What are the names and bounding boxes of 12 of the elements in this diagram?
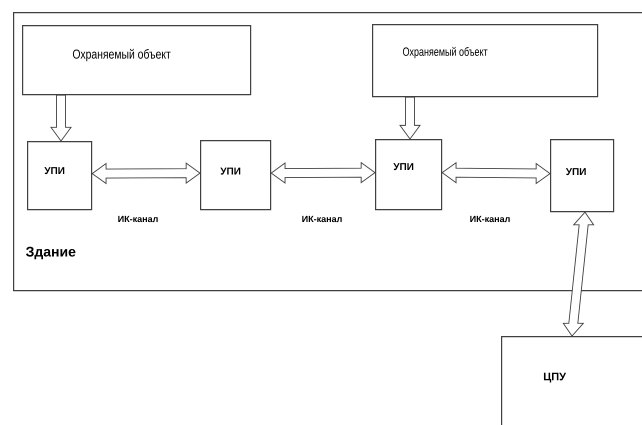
control-unit-box: ЦПУ — [501, 336, 642, 425]
device-box: УПИ — [200, 140, 272, 210]
object-box: Охраняемый объект — [22, 25, 252, 96]
edge-label: ИК-канал — [468, 214, 512, 224]
arrow — [50, 94, 72, 142]
device-box: УПИ — [550, 139, 614, 212]
arrow — [399, 96, 421, 140]
device-box: УПИ — [375, 139, 442, 210]
device-box: УПИ — [27, 141, 92, 210]
edge-label: ИК-канал — [116, 214, 160, 224]
edge-label: ИК-канал — [300, 214, 344, 224]
object-box: Охраняемый объект — [372, 24, 598, 98]
